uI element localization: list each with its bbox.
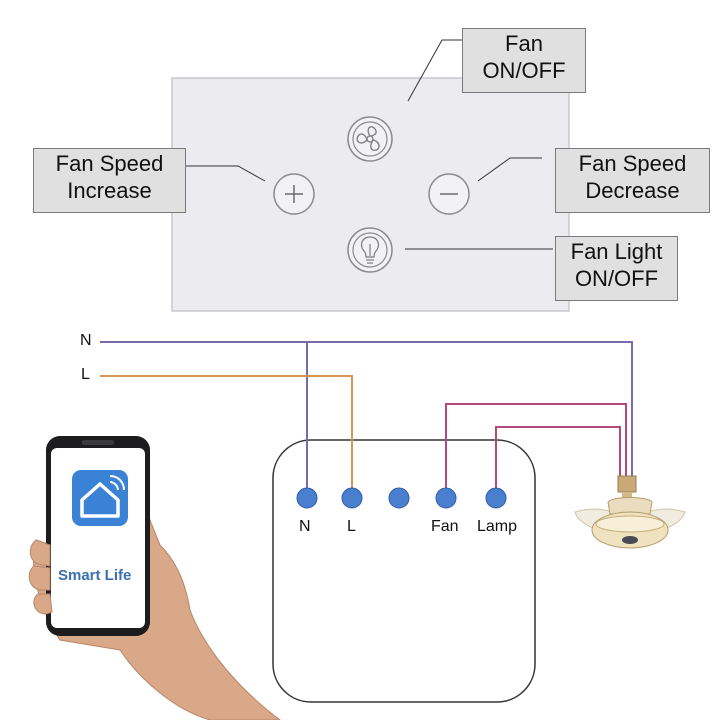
terminal-n: [296, 487, 318, 509]
callout-leaders: [186, 39, 553, 250]
fan-wire: [445, 403, 627, 492]
light-toggle-callout: Fan Light ON/OFF: [555, 236, 678, 301]
speed-increase-button[interactable]: [273, 173, 315, 215]
speed-increase-callout: Fan Speed Increase: [33, 148, 186, 213]
smart-life-app-name: Smart Life: [58, 567, 132, 584]
light-button[interactable]: [347, 227, 393, 273]
wire-label-n: N: [80, 332, 92, 349]
ceiling-fan-image: [574, 475, 686, 549]
terminals: [296, 487, 507, 509]
wires: [100, 341, 633, 492]
callout-line: Fan Light: [570, 239, 663, 264]
terminal-fan: [435, 487, 457, 509]
neutral-wire-to-lamp: [307, 341, 633, 476]
callout-line: ON/OFF: [482, 58, 566, 83]
callout-line: Increase: [67, 178, 152, 203]
terminal-label-lamp: Lamp: [477, 518, 518, 535]
bulb-icon: [360, 236, 380, 264]
fan-toggle-callout: Fan ON/OFF: [462, 28, 586, 93]
callout-line: Fan: [505, 31, 543, 56]
fan-button[interactable]: [347, 116, 393, 162]
terminal-label-fan: Fan: [431, 518, 459, 535]
switch-panel: [171, 77, 570, 312]
terminal-lamp: [485, 487, 507, 509]
callout-line: Fan Speed: [55, 151, 164, 176]
phone-in-hand: [28, 436, 282, 721]
fan-icon: [356, 126, 380, 151]
callout-line: Decrease: [585, 178, 680, 203]
callout-line: Fan Speed: [578, 151, 687, 176]
live-wire: [100, 375, 353, 492]
wire-label-l: L: [81, 366, 90, 383]
terminal-unused: [388, 487, 410, 509]
speed-decrease-callout: Fan Speed Decrease: [555, 148, 710, 213]
lamp-wire: [495, 426, 621, 492]
speed-decrease-button[interactable]: [428, 173, 470, 215]
callout-line: ON/OFF: [574, 266, 659, 291]
terminal-l: [341, 487, 363, 509]
plus-icon: [285, 185, 303, 203]
home-wifi-icon: [72, 470, 128, 526]
terminal-label-l: L: [347, 518, 356, 535]
terminal-label-n: N: [299, 518, 311, 535]
relay-module: [272, 439, 536, 703]
